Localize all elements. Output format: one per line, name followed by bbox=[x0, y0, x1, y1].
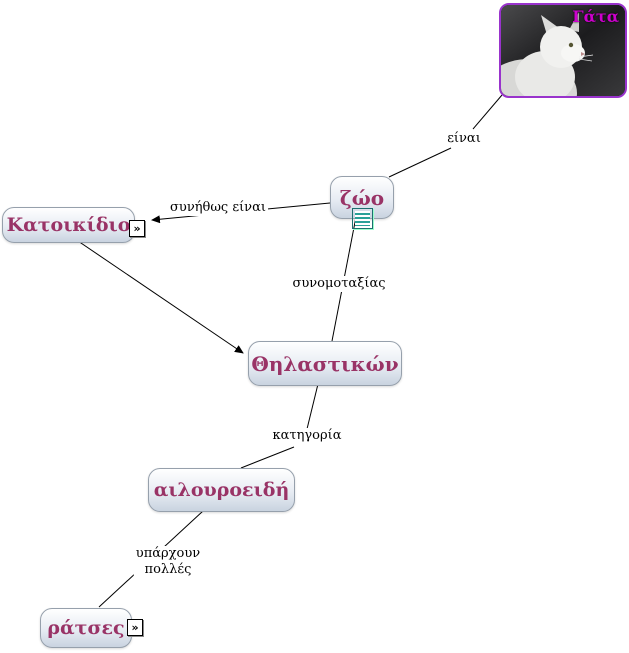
concept-label: αιλουροειδή bbox=[153, 479, 290, 501]
hyperlink-chevron-icon[interactable]: » bbox=[127, 619, 143, 636]
hyperlink-chevron-icon[interactable]: » bbox=[129, 220, 145, 237]
linking-phrase-synithos-einai[interactable]: συνήθως είναι bbox=[168, 200, 268, 216]
linking-phrase-line1: υπάρχουν bbox=[135, 546, 201, 561]
line-katoikidio-to-thilastikon bbox=[77, 240, 244, 354]
linking-phrase-katigoria[interactable]: κατηγορία bbox=[270, 428, 344, 444]
line-image-to-einai bbox=[472, 94, 503, 130]
image-node-cat[interactable]: Γάτα bbox=[499, 3, 627, 98]
concept-label: ράτσες bbox=[47, 617, 125, 639]
concept-label: Κατοικίδιο bbox=[6, 214, 131, 236]
cat-photo bbox=[501, 5, 625, 96]
linking-phrase-einai[interactable]: είναι bbox=[445, 131, 483, 147]
line-thilastikon-to-katigoria bbox=[306, 383, 319, 430]
image-node-label: Γάτα bbox=[572, 7, 619, 26]
line-einai-to-zoo bbox=[388, 147, 452, 178]
concept-label: ζώο bbox=[339, 185, 385, 210]
concept-label: Θηλαστικών bbox=[251, 351, 399, 376]
concept-node-ratses[interactable]: ράτσες bbox=[40, 608, 132, 648]
line-katigoria-to-ailouroeidi bbox=[240, 446, 295, 469]
concept-node-katoikidio[interactable]: Κατοικίδιο bbox=[2, 207, 135, 243]
attachment-icon[interactable] bbox=[352, 208, 373, 229]
linking-phrase-synomotaxias[interactable]: συνομοταξίας bbox=[290, 276, 388, 292]
linking-phrase-yparchoun-polles[interactable]: υπάρχουν πολλές bbox=[133, 546, 203, 578]
concept-node-ailouroeidi[interactable]: αιλουροειδή bbox=[148, 468, 295, 512]
concept-node-thilastikon[interactable]: Θηλαστικών bbox=[248, 341, 402, 386]
linking-phrase-line2: πολλές bbox=[144, 562, 192, 577]
